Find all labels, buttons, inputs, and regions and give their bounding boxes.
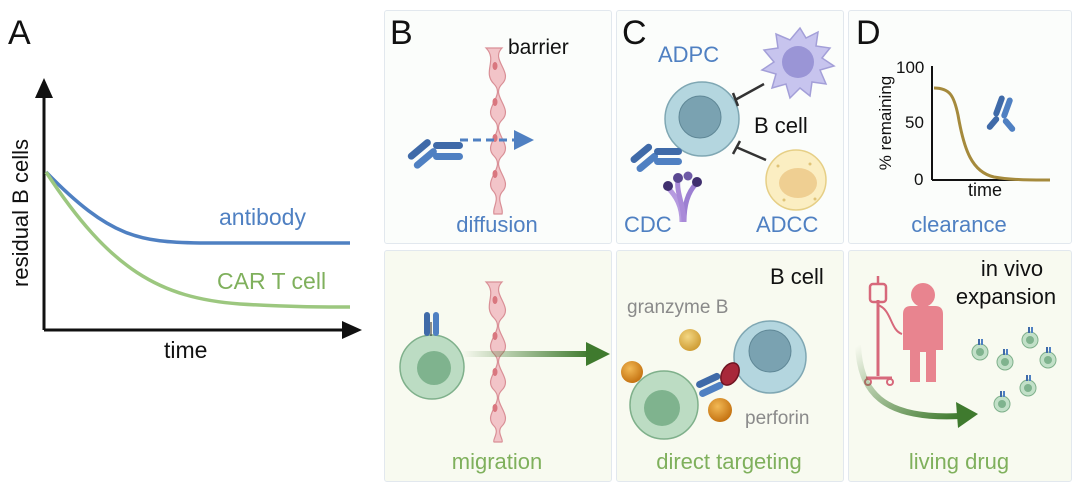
perforin-icon-1 (621, 361, 643, 383)
perforin-icon-2 (708, 398, 732, 422)
car-t-curve (44, 171, 351, 309)
iv-stand-icon (864, 276, 903, 386)
panel-b-letter: B (390, 14, 413, 52)
clearance-tick-100: 100 (896, 58, 925, 77)
antibody-curve-label: antibody (219, 204, 306, 230)
adpc-label: ADPC (658, 42, 720, 67)
clearance-curve (933, 86, 1051, 182)
car-t-cell-bottom-icon (629, 370, 699, 440)
clearance-tick-0: 0 (914, 170, 924, 189)
inhibition-arrow-adcc (735, 145, 767, 162)
panel-c-letter: C (622, 14, 647, 52)
clearance-tick-50: 50 (905, 113, 924, 132)
barrier-top (484, 47, 506, 215)
b-cell-bottom-icon (733, 320, 807, 394)
nk-cell-icon (765, 149, 827, 211)
clearance-y-axis-label: % remaining (876, 75, 895, 171)
barrier-bottom (484, 281, 506, 443)
perforin-label: perforin (745, 408, 810, 429)
panel-a-x-axis-label: time (164, 337, 208, 363)
migration-caption: migration (451, 449, 543, 474)
living-drug-caption: living drug (908, 449, 1010, 474)
cdc-label: CDC (624, 212, 672, 237)
expansion-label-line2: expansion (955, 284, 1057, 309)
barrier-label: barrier (508, 36, 569, 59)
living-drug-arrow (855, 344, 961, 420)
b-cell-icon (664, 81, 740, 157)
expanded-cells-icon (971, 327, 1057, 413)
clearance-x-axis-label: time (968, 180, 1003, 200)
clearance-caption: clearance (911, 212, 1007, 237)
antibody-icon-d (986, 95, 1016, 132)
panel-a-axes (35, 78, 362, 339)
car-receptor-icon (696, 362, 740, 397)
diffusion-caption: diffusion (456, 212, 538, 237)
migration-arrow-head (586, 342, 610, 366)
panel-a-letter: A (8, 14, 31, 52)
expansion-label-line1: in vivo (980, 256, 1044, 281)
antibody-icon-c (630, 143, 682, 172)
complement-icon (663, 171, 702, 223)
macrophage-icon (760, 26, 836, 100)
b-cell-label: B cell (754, 113, 808, 138)
antibody-icon (407, 139, 463, 169)
antibody-curve (44, 170, 350, 245)
patient-icon (903, 283, 943, 382)
granzyme-label: granzyme B (627, 297, 729, 318)
car-t-curve-label: CAR T cell (217, 268, 327, 294)
migration-arrow-shaft (462, 351, 590, 357)
panel-d-letter: D (856, 14, 881, 52)
direct-targeting-caption: direct targeting (656, 449, 802, 474)
adcc-label: ADCC (756, 212, 819, 237)
b-cell-label-bottom: B cell (770, 264, 824, 289)
panel-a-y-axis-label: residual B cells (8, 139, 33, 287)
granzyme-icon (679, 329, 701, 351)
inhibition-arrow-adpc (734, 82, 765, 102)
car-t-cell-icon (399, 312, 465, 400)
